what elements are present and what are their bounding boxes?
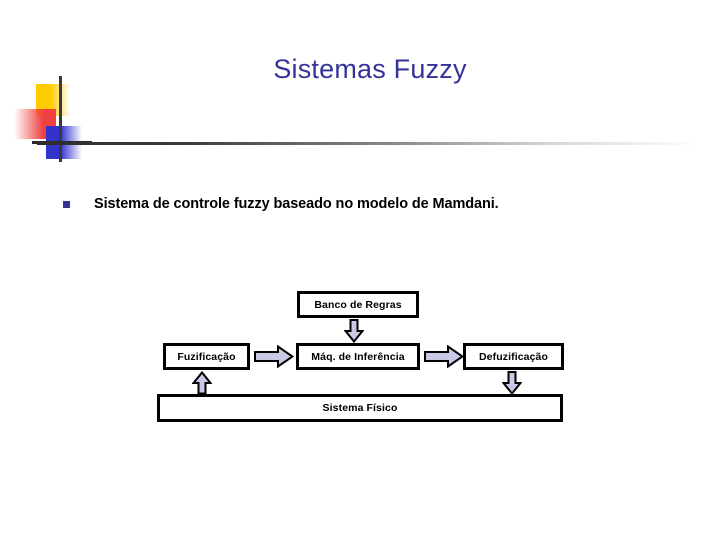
bullet-item-label: Sistema de controle fuzzy baseado no mod… <box>94 196 499 212</box>
logo-vertical-line <box>59 76 62 162</box>
arrow-down-icon-rules-to-inference <box>344 319 364 343</box>
diagram-box-inference-engine: Máq. de Inferência <box>296 343 420 370</box>
square-bullet-icon <box>63 201 70 208</box>
page-title: Sistemas Fuzzy <box>273 54 467 84</box>
bullet-list-item: Sistema de controle fuzzy baseado no mod… <box>63 194 693 214</box>
arrow-right-icon-inference-to-defuzz <box>424 345 464 368</box>
title-divider-rule <box>37 142 702 145</box>
diagram-box-defuzzification: Defuzificação <box>463 343 564 370</box>
diagram-box-fuzzification: Fuzificação <box>163 343 250 370</box>
fuzzy-control-block-diagram: Banco de Regras Fuzificação Máq. de Infe… <box>150 288 575 424</box>
arrow-up-icon-system-to-fuzz <box>192 371 212 395</box>
slide-design-logo <box>10 72 140 167</box>
arrow-down-icon-defuzz-to-system <box>502 371 522 395</box>
diagram-box-physical-system: Sistema Físico <box>157 394 563 422</box>
arrow-right-icon-fuzz-to-inference <box>254 345 294 368</box>
diagram-box-rule-base: Banco de Regras <box>297 291 419 318</box>
